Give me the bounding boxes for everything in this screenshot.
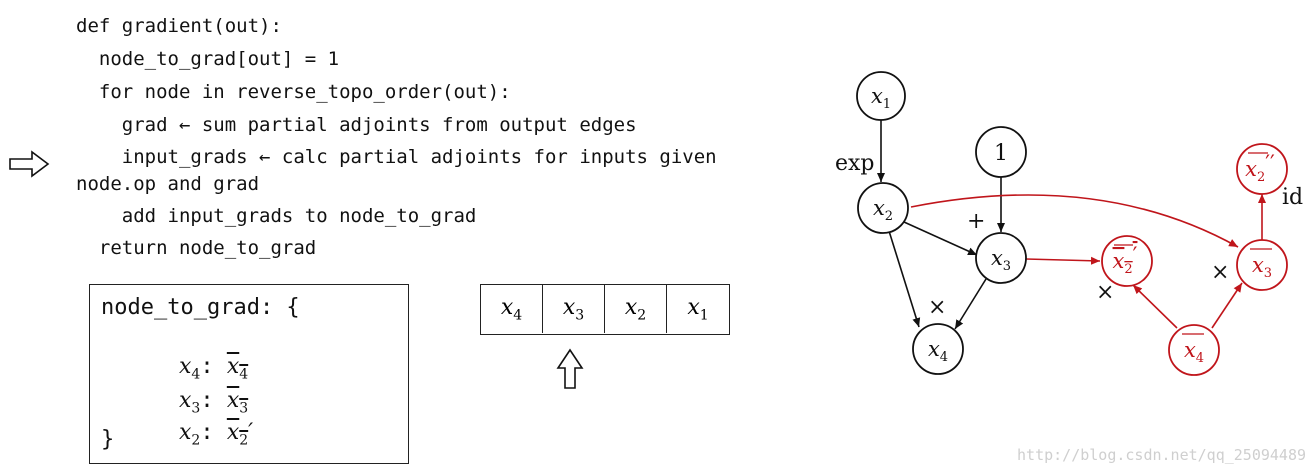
code-line: input_grads ← calc partial adjoints for … [76, 146, 717, 168]
edge-x3-x2p [1025, 256, 1101, 265]
svg-text:x3: x3 [991, 246, 1011, 274]
edge-x2-x4 [888, 230, 921, 328]
entry-key: x4 [178, 354, 201, 383]
computation-graph: x1 1 x2 x3 x4 x2′ x3 x4 x2′′ exp + × × [835, 71, 1303, 376]
code-line: grad ← sum partial adjoints from output … [76, 114, 637, 136]
dict-entry: x4: x4 [178, 354, 249, 383]
svg-text:x4: x4 [928, 337, 948, 365]
current-line-arrow-icon [9, 150, 50, 178]
entry-value: x2 [226, 420, 249, 449]
dict-entry: x3: x3 [178, 388, 249, 417]
queue-pointer-arrow-icon [556, 348, 584, 389]
node-x3: x3 [975, 232, 1027, 284]
dict-close: } [101, 427, 115, 452]
dict-open: node_to_grad: { [101, 295, 300, 320]
watermark: http://blog.csdn.net/qq_25094489 [1017, 446, 1306, 464]
label-times-x3bar: × [1211, 260, 1229, 285]
entry-value: x4 [226, 354, 249, 383]
code-line: add input_grads to node_to_grad [76, 205, 477, 227]
label-times-x4: × [928, 295, 946, 320]
svg-text:x1: x1 [871, 84, 891, 112]
node-one: 1 [975, 126, 1027, 178]
edge-x2-x3bar [910, 194, 1239, 248]
entry-value: x3 [226, 388, 249, 417]
queue-cell: x2 [605, 285, 667, 333]
node-x4: x4 [912, 323, 964, 375]
reverse-topo-queue: x4 x3 x2 x1 [480, 284, 730, 335]
edge-x4bar-x2p [1132, 284, 1178, 329]
svg-text:x2′: x2′ [1113, 243, 1138, 277]
svg-text:x2: x2 [873, 196, 893, 224]
node-x1: x1 [856, 71, 906, 121]
edge-x3-x4 [954, 278, 987, 330]
node-x2-double-prime-adjoint: x2′′ [1236, 143, 1288, 195]
svg-text:x2′′: x2′′ [1245, 151, 1275, 185]
entry-key: x3 [178, 388, 201, 417]
svg-text:x3: x3 [1252, 253, 1272, 281]
node-x4-adjoint: x4 [1168, 324, 1220, 376]
code-line: node_to_grad[out] = 1 [76, 48, 340, 70]
svg-text:1: 1 [994, 141, 1008, 166]
node-x2-prime-adjoint: x2′ [1101, 235, 1153, 287]
code-line: def gradient(out): [76, 15, 282, 37]
queue-cell: x1 [687, 294, 709, 324]
node-x2: x2 [857, 182, 909, 234]
code-line: for node in reverse_topo_order(out): [76, 81, 511, 103]
edge-x2-x3 [903, 221, 978, 256]
entry-key: x2 [178, 420, 201, 449]
code-line: node.op and grad [76, 173, 260, 195]
dict-entry: x2: x2′ [178, 420, 254, 449]
queue-cell: x3 [543, 285, 605, 333]
node-x3-adjoint: x3 [1236, 239, 1288, 291]
queue-cell: x4 [481, 285, 543, 333]
label-times-x2p: × [1096, 280, 1114, 305]
label-exp: exp [835, 151, 875, 176]
edge-x4bar-x3bar [1211, 282, 1243, 329]
node-to-grad-box: node_to_grad: { x4: x4 x3: x3 x2: x2′ } [89, 284, 409, 464]
svg-text:x4: x4 [1184, 338, 1204, 366]
code-line: return node_to_grad [76, 237, 317, 259]
label-plus: + [967, 209, 985, 234]
label-id: id [1282, 185, 1303, 210]
